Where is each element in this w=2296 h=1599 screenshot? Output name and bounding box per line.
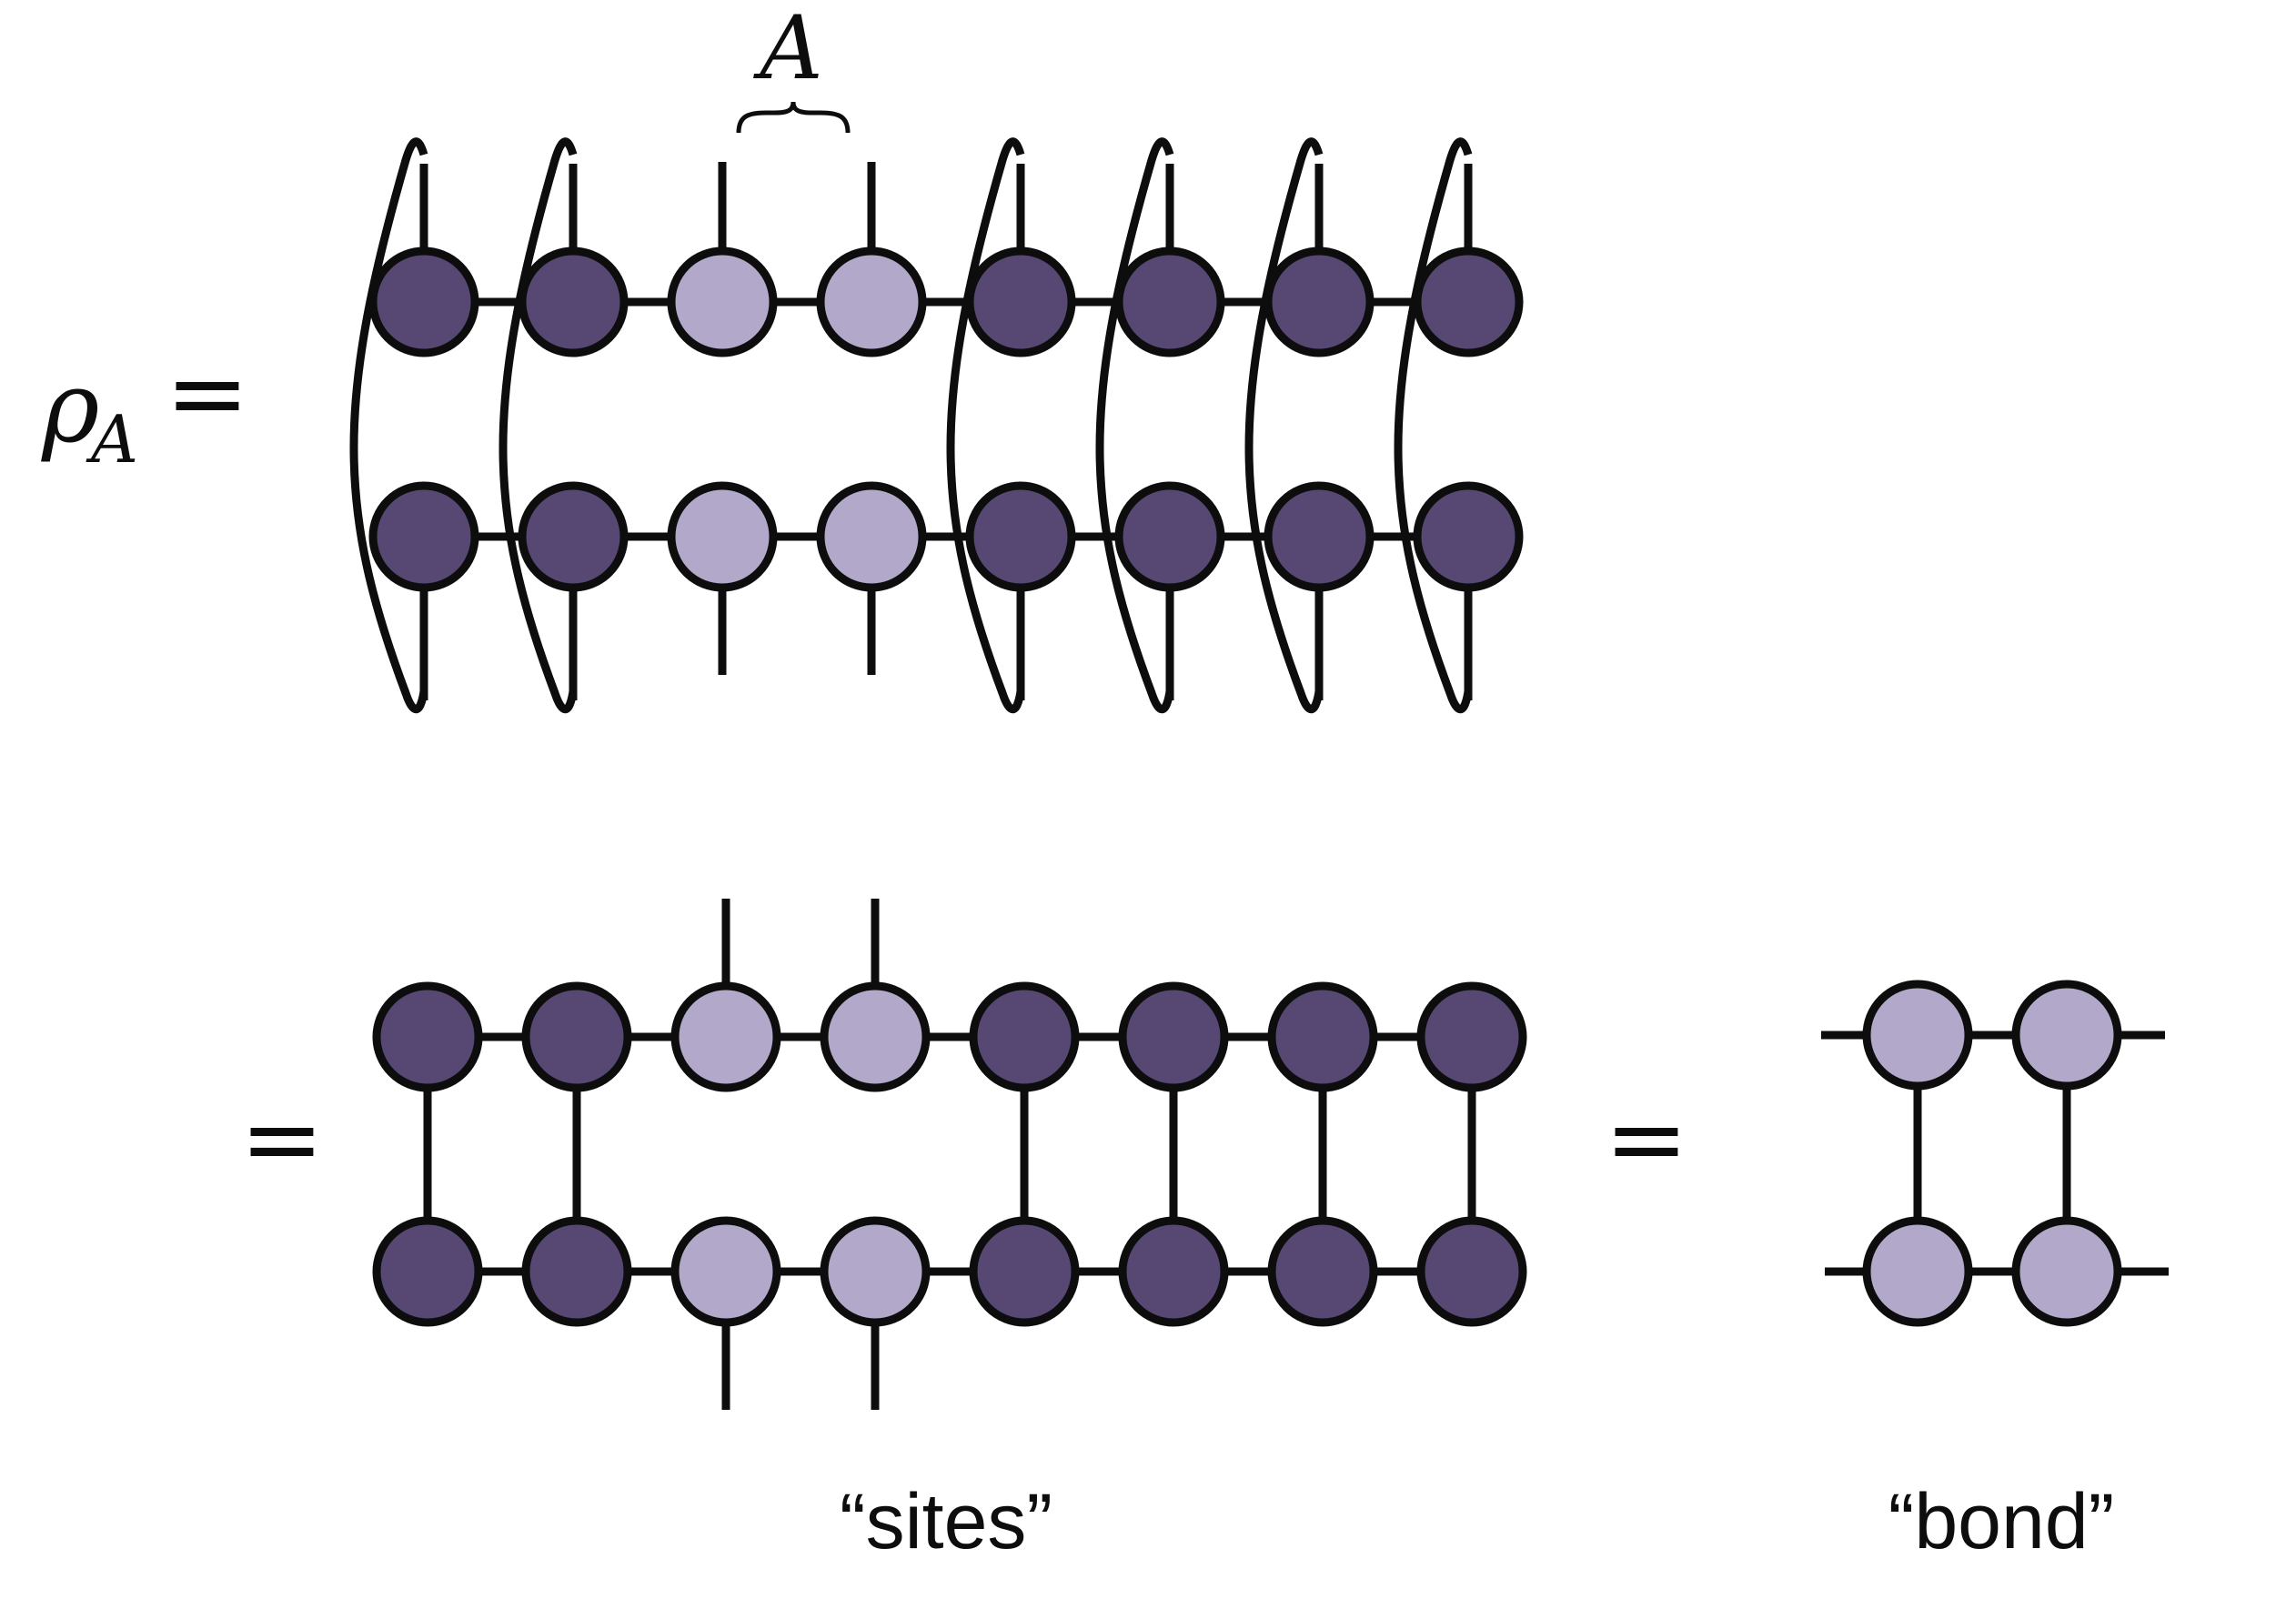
sites-traced-node-bottom	[969, 1216, 1080, 1327]
traced-site-bra	[368, 481, 479, 592]
traced-site-ket	[1413, 246, 1524, 357]
traced-site-bra	[1114, 481, 1225, 592]
trace-loop	[1095, 137, 1174, 714]
bond-caption: “bond”	[1888, 1478, 2115, 1565]
equals-sign-2: =	[240, 1081, 324, 1197]
traced-site-ket	[1264, 246, 1375, 357]
equals-sign-1: =	[166, 335, 249, 451]
sites-traced-node-bottom	[1416, 1216, 1527, 1327]
region-site-ket	[816, 246, 927, 357]
bond-node-top	[1862, 980, 1973, 1091]
sites-traced-node-bottom	[1118, 1216, 1229, 1327]
traced-site-ket	[965, 246, 1076, 357]
sites-region-node-top	[670, 981, 781, 1092]
traced-site-bra	[1264, 481, 1375, 592]
bond-node-top	[2011, 980, 2122, 1091]
sites-traced-node-bottom	[521, 1216, 632, 1327]
sites-traced-node-top	[969, 981, 1080, 1092]
region-site-bra	[667, 481, 778, 592]
traced-site-bra	[518, 481, 629, 592]
trace-loop	[946, 137, 1025, 714]
sites-traced-node-top	[372, 981, 483, 1092]
bond-node-bottom	[2011, 1216, 2122, 1327]
traced-site-ket	[368, 246, 479, 357]
sites-traced-node-top	[1267, 981, 1378, 1092]
traced-site-bra	[965, 481, 1076, 592]
region-a-label: A	[752, 0, 822, 99]
rho-a-label: ρ A	[41, 351, 138, 478]
region-site-bra	[816, 481, 927, 592]
rho-subscript: A	[86, 401, 138, 478]
sites-traced-node-bottom	[372, 1216, 483, 1327]
trace-loop	[498, 137, 578, 714]
sites-traced-node-bottom	[1267, 1216, 1378, 1327]
trace-loop	[349, 137, 428, 714]
traced-site-bra	[1413, 481, 1524, 592]
sites-caption: “sites”	[840, 1478, 1052, 1565]
sites-traced-node-top	[1416, 981, 1527, 1092]
sites-traced-node-top	[521, 981, 632, 1092]
sites-region-node-bottom	[670, 1216, 781, 1327]
region-a-brace	[736, 101, 851, 134]
rho-symbol: ρ	[41, 351, 100, 465]
sites-network	[372, 899, 1527, 1410]
sites-traced-node-top	[1118, 981, 1229, 1092]
sites-region-node-bottom	[820, 1216, 931, 1327]
traced-site-ket	[1114, 246, 1225, 357]
region-site-ket	[667, 246, 778, 357]
equals-sign-3: =	[1605, 1081, 1688, 1197]
bond-node-bottom	[1862, 1216, 1973, 1327]
sites-region-node-top	[820, 981, 931, 1092]
trace-loop	[1244, 137, 1324, 714]
trace-loop	[1394, 137, 1473, 714]
partial-trace-network	[349, 137, 1524, 714]
traced-site-ket	[518, 246, 629, 357]
bond-network	[1821, 980, 2169, 1327]
